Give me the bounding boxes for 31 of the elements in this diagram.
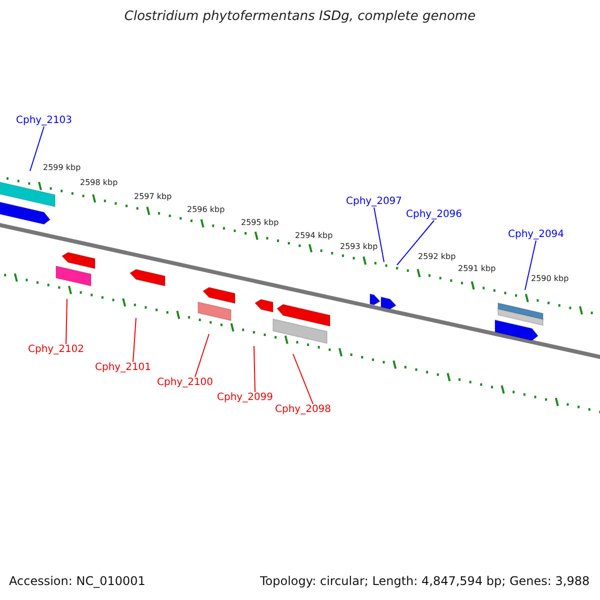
- leader-line: [254, 346, 256, 392]
- gene-label: Cphy_2100: [157, 377, 214, 388]
- gene-label: Cphy_2096: [406, 209, 462, 220]
- chart-title: Clostridium phytofermentans ISDg, complete genome: [123, 10, 477, 25]
- scale-label: 2590 kbp: [531, 274, 569, 284]
- leader-line: [194, 334, 210, 378]
- gene-label: Cphy_2101: [95, 362, 152, 374]
- leader-line: [374, 207, 384, 262]
- leader-line: [132, 318, 136, 362]
- leader-line: [396, 220, 435, 266]
- gene-label: Cphy_2102: [28, 344, 84, 356]
- leader-line: [524, 240, 537, 290]
- gene-label: Cphy_2103: [16, 115, 72, 126]
- leader-line: [30, 126, 45, 172]
- gene-label: Cphy_2098: [275, 404, 332, 416]
- scale-label: 2597 kbp: [134, 192, 172, 202]
- gene-label: Cphy_2094: [508, 229, 564, 240]
- scale-label: 2592 kbp: [418, 252, 456, 262]
- scale-label: 2593 kbp: [340, 242, 378, 252]
- gene-label: Cphy_2097: [346, 196, 402, 208]
- scale-label: 2598 kbp: [80, 178, 118, 188]
- scale-label: 2591 kbp: [458, 264, 496, 274]
- scale-label: 2594 kbp: [295, 231, 333, 240]
- leader-line: [66, 298, 68, 344]
- footer-text: Topology: circular; Length: 4,847,594 bp; Genes: 3,988: [260, 575, 590, 589]
- scale-label: 2599 kbp: [43, 163, 81, 172]
- leader-line: [292, 354, 314, 404]
- scale-label: 2595 kbp: [241, 218, 279, 228]
- footer-text: Accession: NC_010001: [9, 575, 146, 589]
- gene-label: Cphy_2099: [217, 392, 274, 404]
- scale-label: 2596 kbp: [187, 205, 225, 214]
